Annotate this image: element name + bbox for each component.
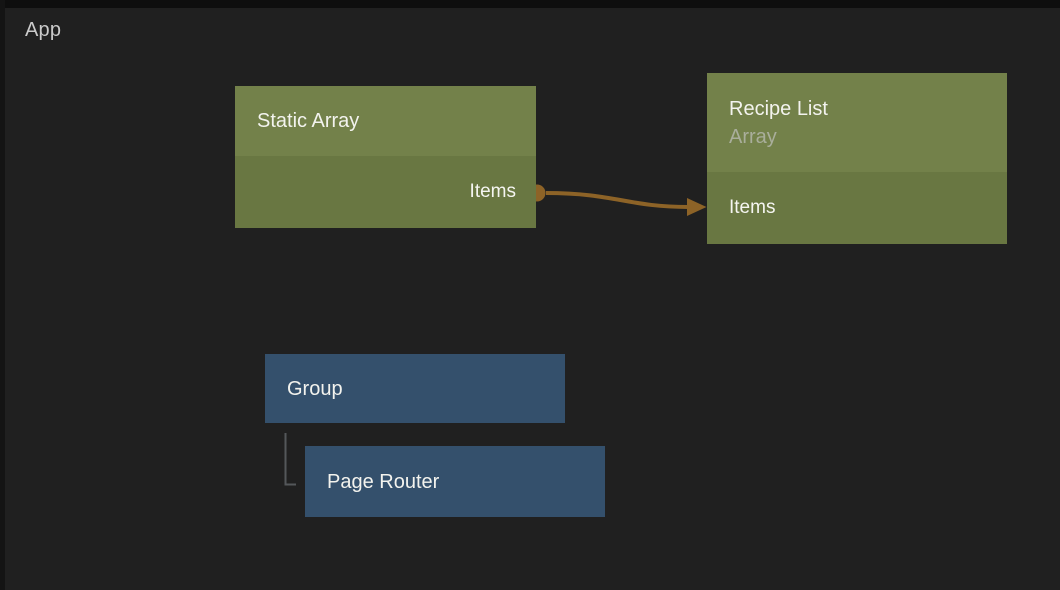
- node-recipe-list-ports[interactable]: Items: [707, 172, 1007, 244]
- connection-wire[interactable]: [545, 191, 689, 209]
- node-page-router-header[interactable]: Page Router: [305, 446, 605, 517]
- node-group-header[interactable]: Group: [265, 354, 565, 423]
- output-port-items[interactable]: Items: [469, 181, 516, 202]
- input-port-items[interactable]: Items: [729, 197, 776, 218]
- node-static-array[interactable]: Static Array Items: [235, 86, 536, 228]
- node-page-router[interactable]: Page Router: [305, 446, 605, 517]
- canvas-top-edge: [0, 0, 1060, 8]
- node-recipe-list[interactable]: Recipe List Array Items: [707, 73, 1007, 244]
- node-static-array-ports[interactable]: Items: [235, 156, 536, 228]
- node-title: Page Router: [327, 470, 440, 493]
- breadcrumb-app[interactable]: App: [25, 19, 62, 41]
- canvas-left-edge: [0, 0, 5, 590]
- node-title: Static Array: [257, 110, 360, 132]
- node-title: Recipe List: [729, 97, 828, 120]
- hierarchy-connector: [284, 433, 296, 486]
- node-group[interactable]: Group: [265, 354, 565, 423]
- connection-arrowhead-icon: [687, 198, 707, 216]
- node-static-array-header[interactable]: Static Array: [235, 86, 536, 156]
- node-title: Group: [287, 377, 343, 400]
- node-subtitle: Array: [729, 125, 777, 148]
- node-recipe-list-header[interactable]: Recipe List Array: [707, 73, 1007, 172]
